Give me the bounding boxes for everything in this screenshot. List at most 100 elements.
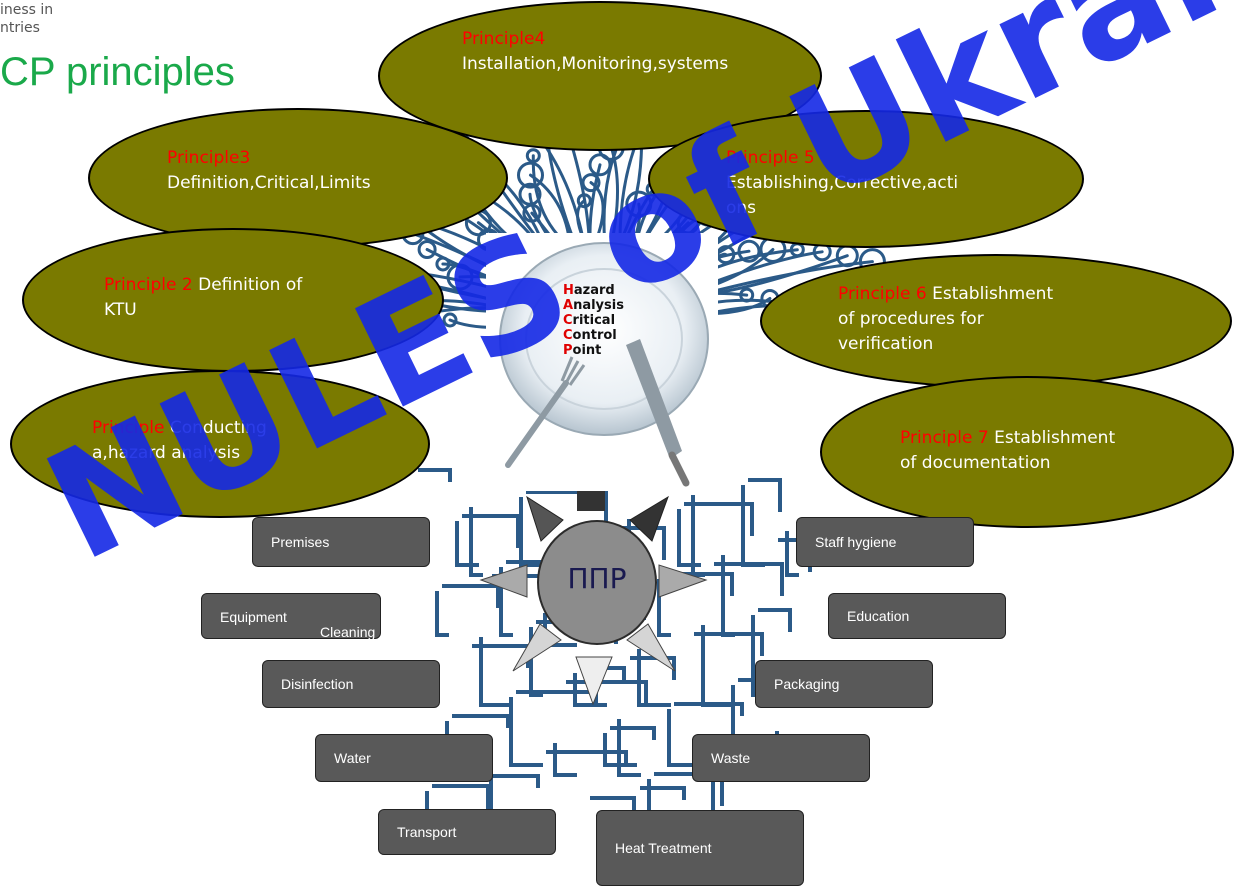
principle-3-label: Principle3 Definition,Critical,Limits: [167, 146, 371, 196]
principle-1-text-2: a,hazard analysis: [92, 443, 241, 463]
plate-inner-ring: [525, 268, 683, 410]
tree-root-segment: [526, 490, 608, 524]
tree-root-segment: [617, 719, 641, 777]
arrow-down: [575, 656, 613, 706]
arrow-up: [577, 491, 605, 511]
tree-leaf-curl: [525, 148, 541, 164]
tree-root-segment: [721, 555, 735, 637]
tree-leaf-curl: [737, 239, 761, 263]
tree-root-segment: [509, 697, 543, 767]
arrow-down-right: [626, 623, 676, 672]
principle-2-tag: Principle 2: [104, 275, 193, 295]
ppr-label: ППР: [567, 562, 627, 595]
haccp-line-point: Point: [563, 343, 602, 358]
principle-6-ellipse: [760, 254, 1232, 388]
principle-7-tag: Principle 7: [900, 428, 989, 448]
tree-root-segment: [482, 774, 540, 788]
principle-3-ellipse: [88, 108, 508, 248]
principle-6-text-2: of procedures for: [838, 309, 984, 329]
tree-root-segment: [452, 714, 510, 728]
haccp-text: Hazard Analysis Critical Control Point: [563, 283, 624, 358]
principle-5-text-2: ons: [726, 198, 757, 218]
box-staff-hygiene: Staff hygiene: [796, 517, 974, 567]
principle-5-label: Principle 5 Establishing,Corrective,acti…: [726, 146, 958, 221]
ppr-circle: [537, 520, 657, 645]
tree-leaf-curl: [417, 240, 437, 259]
breadcrumb-line-2: ntries: [0, 20, 40, 36]
tree-leaf-curl: [576, 193, 592, 209]
box-education: Education: [828, 593, 1006, 639]
principle-7-ellipse: [820, 376, 1234, 528]
principle-5-ellipse: [648, 110, 1084, 248]
breadcrumb-line-1: iness in: [0, 2, 54, 18]
principle-2-text-1: Definition of: [192, 275, 303, 295]
principle-7-text-2: of documentation: [900, 453, 1051, 473]
tree-root-segment: [499, 567, 513, 637]
haccp-line-hazard: Hazard: [563, 283, 615, 298]
principle-1-ellipse: [10, 370, 430, 518]
arrow-right: [658, 564, 708, 598]
principle-5-tag: Principle 5: [726, 148, 815, 168]
knife-icon: [626, 339, 690, 487]
tree-root-segment: [630, 656, 676, 680]
page-title: CP principles: [0, 50, 235, 94]
tree-root-segment: [691, 495, 705, 577]
tree-root-segment: [758, 608, 792, 632]
principle-2-label: Principle 2 Definition of KTU: [104, 273, 302, 323]
arrow-down-left: [512, 623, 562, 672]
tree-root-segment: [546, 750, 628, 764]
tree-root-segment: [573, 673, 607, 707]
box-premises: Premises: [252, 517, 430, 567]
box-heat-treatment: Heat Treatment: [596, 810, 804, 886]
tree-root-segment: [785, 531, 799, 577]
principle-7-label: Principle 7 Establishment of documentati…: [900, 426, 1115, 476]
haccp-line-critical: Critical: [563, 313, 616, 328]
tree-root-segment: [469, 507, 483, 577]
box-equipment: Equipment: [201, 593, 381, 639]
fork-icon: [505, 356, 586, 468]
box-disinfection: Disinfection: [262, 660, 440, 708]
principle-7-text-1: Establishment: [988, 428, 1116, 448]
tree-root-segment: [418, 468, 452, 482]
tree-root-segment: [435, 591, 449, 637]
tree-root-segment: [519, 497, 543, 567]
tree-root-segment: [667, 709, 701, 767]
haccp-line-analysis: Analysis: [563, 298, 624, 313]
tree-leaf-curl: [517, 161, 544, 189]
principle-6-tag: Principle 6: [838, 284, 927, 304]
tree-root-segment: [694, 632, 764, 656]
tree-leaf-curl: [518, 182, 542, 206]
haccp-plate-image: Hazard Analysis Critical Control Point: [486, 233, 718, 491]
box-water: Water: [315, 734, 493, 782]
tree-root-segment: [674, 702, 744, 716]
box-waste: Waste: [692, 734, 870, 782]
plate-illustration: [499, 242, 709, 487]
tree-root-segment: [462, 514, 520, 548]
tree-root-segment: [701, 625, 735, 707]
principle-4-tag: Principle4: [462, 29, 546, 49]
principle-2-text-2: KTU: [104, 300, 137, 320]
tree-root-segment: [741, 485, 765, 567]
arrow-up-right: [629, 495, 669, 542]
haccp-line-control: Control: [563, 328, 617, 343]
box-packaging: Packaging: [755, 660, 933, 708]
principle-5-text-1: Establishing,Corrective,acti: [726, 173, 959, 193]
principle-1-label: Principle Conducting a,hazard analysis: [92, 416, 267, 466]
principle-6-label: Principle 6 Establishment of procedures …: [838, 282, 1053, 357]
box-cleaning-label: Cleaning: [320, 624, 376, 640]
principle-6-text-3: verification: [838, 334, 934, 354]
principle-2-ellipse: [22, 228, 444, 372]
tree-root-segment: [620, 526, 666, 560]
principle-6-text-1: Establishment: [926, 284, 1054, 304]
box-transport: Transport: [378, 809, 556, 855]
tree-root-segment: [640, 786, 686, 800]
tree-root-segment: [479, 637, 513, 707]
tree-leaf-curl: [581, 173, 601, 193]
tree-root-segment: [684, 502, 754, 536]
tree-leaf-curl: [442, 312, 458, 328]
tree-root-segment: [748, 478, 782, 512]
principle-1-tag: Principle: [92, 418, 170, 438]
principle-3-tag: Principle3: [167, 148, 251, 168]
principle-3-text: Definition,Critical,Limits: [167, 173, 371, 193]
